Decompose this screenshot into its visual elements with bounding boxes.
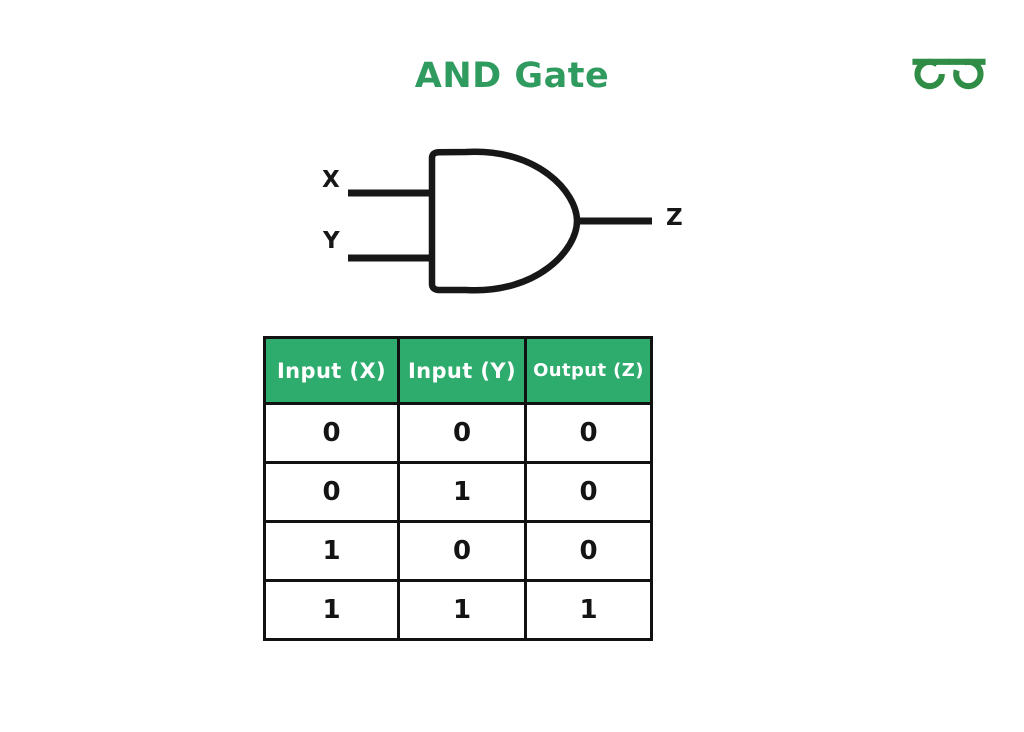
input-label-y: Y	[323, 228, 340, 254]
logo-right-g-arc	[953, 58, 984, 90]
header-input-y: Input (Y)	[397, 336, 527, 405]
table-row: 0 0 0	[263, 402, 653, 464]
cell-z: 0	[524, 402, 653, 464]
cell-y: 0	[397, 520, 527, 582]
input-label-x: X	[322, 167, 340, 193]
cell-z: 1	[524, 579, 653, 641]
table-row: 1 0 0	[263, 520, 653, 582]
cell-z: 0	[524, 461, 653, 523]
and-gate-body	[428, 148, 581, 294]
header-input-x: Input (X)	[263, 336, 400, 405]
page-title: AND Gate	[414, 56, 610, 96]
table-row: 0 1 0	[263, 461, 653, 523]
cell-y: 1	[397, 461, 527, 523]
truth-table-header-row: Input (X) Input (Y) Output (Z)	[263, 336, 653, 405]
cell-y: 0	[397, 402, 527, 464]
table-row: 1 1 1	[263, 579, 653, 641]
and-gate-diagram	[348, 148, 652, 294]
cell-x: 0	[263, 402, 400, 464]
geeksforgeeks-logo-icon	[912, 58, 986, 90]
cell-x: 1	[263, 579, 400, 641]
cell-z: 0	[524, 520, 653, 582]
truth-table: Input (X) Input (Y) Output (Z) 0 0 0 0 1…	[263, 336, 653, 641]
header-output-z: Output (Z)	[524, 336, 653, 405]
cell-x: 0	[263, 461, 400, 523]
cell-x: 1	[263, 520, 400, 582]
logo-left-g-arc	[914, 58, 945, 90]
cell-y: 1	[397, 579, 527, 641]
output-label-z: Z	[666, 205, 683, 231]
